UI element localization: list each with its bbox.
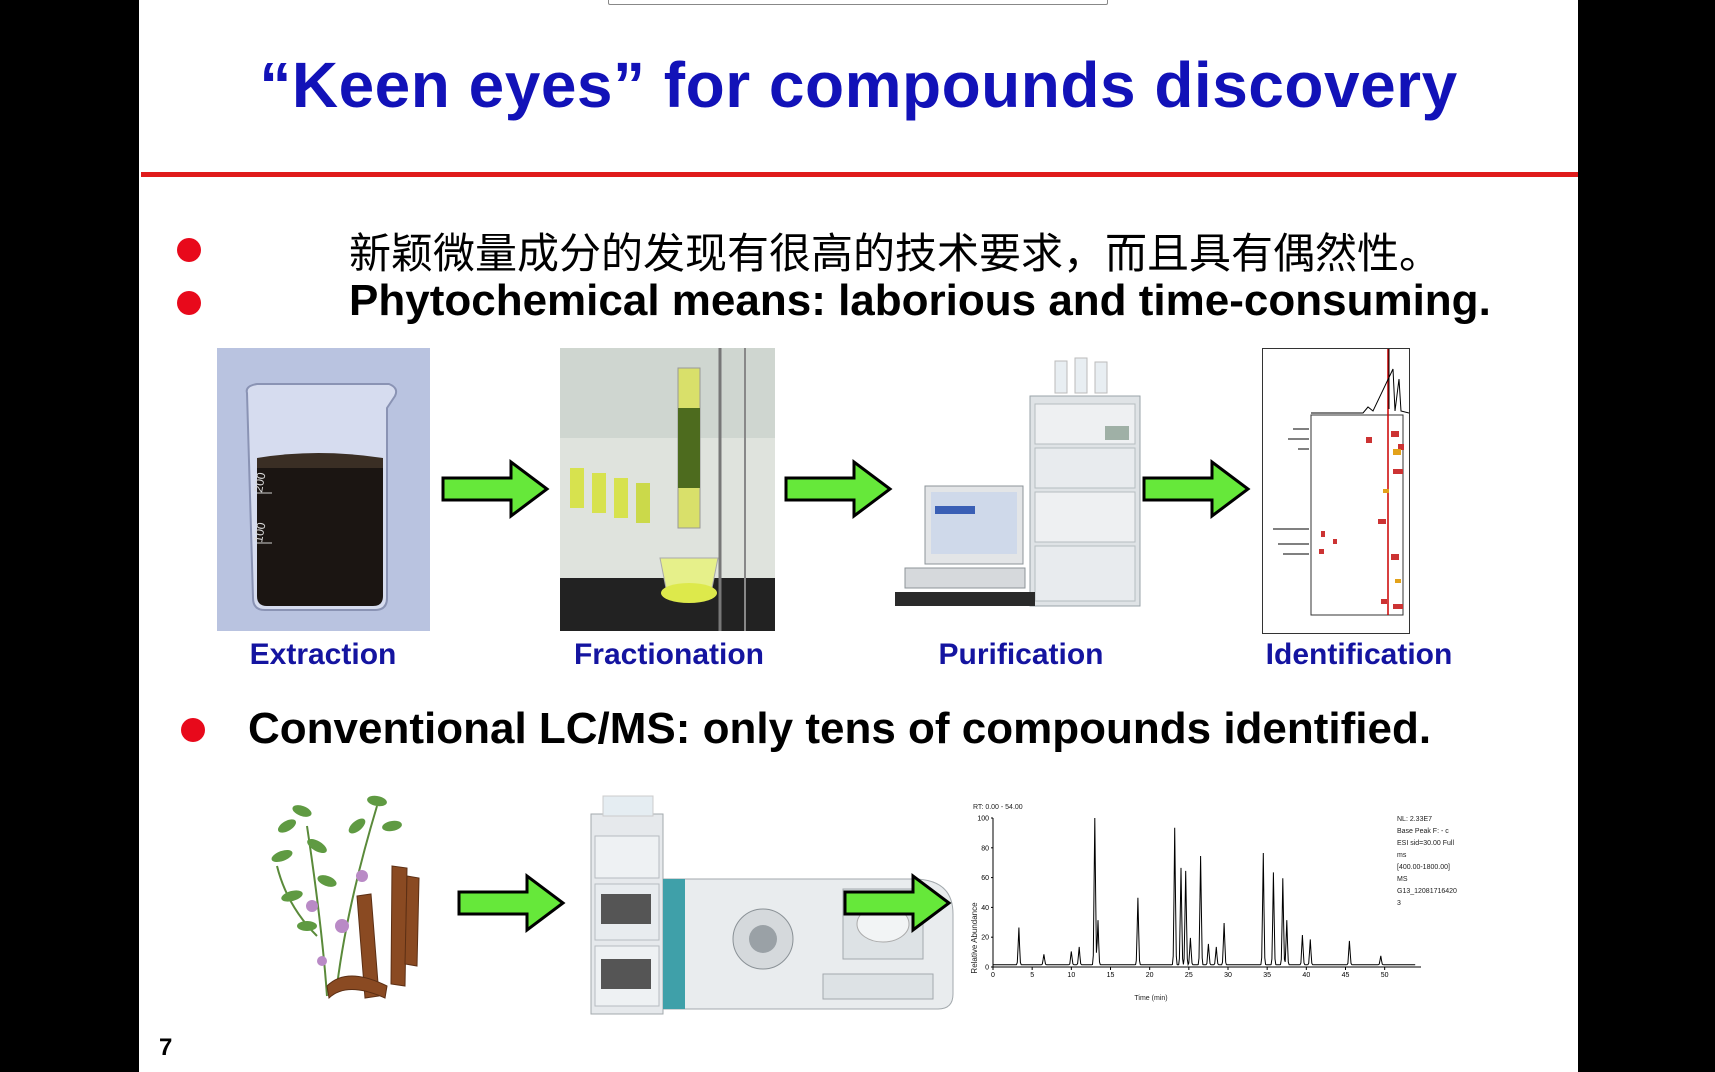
chrom-info-block: NL: 2.33E7 Base Peak F: - c ESI sid=30.0… <box>1397 814 1477 910</box>
bullet-dot <box>177 291 201 315</box>
title-divider <box>141 172 1578 177</box>
chrom-info-line: ms <box>1397 852 1407 859</box>
arrow-right-icon <box>441 459 550 519</box>
chrom-x-tick: 25 <box>1185 972 1193 979</box>
top-toolbar-edge <box>608 0 1108 5</box>
purification-image <box>885 356 1175 631</box>
chrom-x-tick: 50 <box>1381 972 1389 979</box>
chrom-info-line: Base Peak F: - c <box>1397 828 1449 835</box>
identification-image <box>1262 348 1410 634</box>
chrom-info-line: 3 <box>1397 900 1401 907</box>
chrom-y-tick: 40 <box>981 905 989 912</box>
caption-purification: Purification <box>938 638 1104 671</box>
chrom-y-tick: 60 <box>981 875 989 882</box>
chrom-y-tick: 20 <box>981 935 989 942</box>
chromatogram-plot: RT: 0.00 - 54.00 Relative Abundance Time… <box>970 804 1421 1002</box>
chrom-info-line: G13_12081716420 <box>1397 888 1457 895</box>
chrom-x-tick: 45 <box>1342 972 1350 979</box>
slide-title: “Keen eyes” for compounds discovery <box>259 49 1458 121</box>
caption-extraction: Extraction <box>249 638 397 671</box>
bullet-dot <box>177 238 201 262</box>
chrom-x-tick: 15 <box>1107 972 1115 979</box>
chrom-y-tick: 80 <box>981 845 989 852</box>
chrom-xlabel: Time (min) <box>1134 995 1167 1002</box>
chrom-x-tick: 30 <box>1224 972 1232 979</box>
chrom-ylabel: Relative Abundance <box>970 902 979 974</box>
chrom-info-line: ESI sid=30.00 Full <box>1397 840 1455 847</box>
licorice-plant-image <box>267 786 442 1008</box>
chrom-info-line: MS <box>1397 876 1408 883</box>
fractionation-image <box>560 348 775 631</box>
svg-text:200: 200 <box>251 471 268 493</box>
chrom-y-tick: 100 <box>977 816 989 823</box>
chrom-x-tick: 35 <box>1263 972 1271 979</box>
page-number: 7 <box>159 1034 173 1061</box>
arrow-right-icon <box>457 873 566 933</box>
chrom-x-tick: 10 <box>1067 972 1075 979</box>
chromatogram: RT: 0.00 - 54.00 Relative Abundance Time… <box>961 800 1421 1010</box>
arrow-right-icon <box>843 873 952 933</box>
chrom-info-line: NL: 2.33E7 <box>1397 816 1433 823</box>
extraction-image: 200 100 <box>217 348 430 631</box>
slide: “Keen eyes” for compounds discovery 新颖微量… <box>139 0 1578 1072</box>
bullet-2-text: Phytochemical means: laborious and time-… <box>349 276 1491 325</box>
arrow-right-icon <box>784 459 893 519</box>
chrom-x-tick: 40 <box>1302 972 1310 979</box>
caption-identification: Identification <box>1265 638 1453 671</box>
bullet-3-text: Conventional LC/MS: only tens of compoun… <box>248 704 1432 753</box>
bullet-1-text: 新颖微量成分的发现有很高的技术要求，而且具有偶然性。 <box>349 230 1442 277</box>
chrom-x-tick: 0 <box>991 972 995 979</box>
chrom-x-tick: 20 <box>1146 972 1154 979</box>
arrow-right-icon <box>1142 459 1251 519</box>
chrom-info-line: [400.00-1800.00] <box>1397 864 1450 871</box>
bullet-dot <box>181 718 205 742</box>
chrom-y-tick: 0 <box>985 965 989 972</box>
chrom-x-tick: 5 <box>1030 972 1034 979</box>
chrom-rt-label: RT: 0.00 - 54.00 <box>973 804 1023 811</box>
caption-fractionation: Fractionation <box>573 638 764 671</box>
svg-text:100: 100 <box>251 521 268 543</box>
